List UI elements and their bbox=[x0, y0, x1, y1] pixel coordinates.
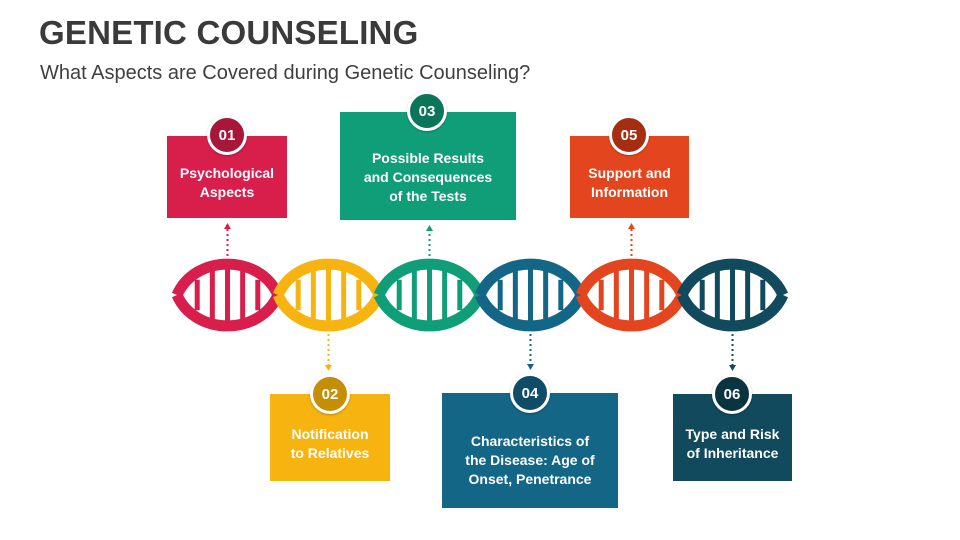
item-text-line: Aspects bbox=[199, 184, 255, 200]
item-number-badge: 01 bbox=[207, 115, 247, 155]
helix-strand-bottom bbox=[272, 292, 385, 332]
item-text-line: Psychological bbox=[179, 165, 275, 181]
item-text-line: Possible Results bbox=[371, 149, 485, 166]
item-number-badge: 06 bbox=[712, 374, 752, 414]
item-text-line: Type and Risk bbox=[685, 425, 780, 442]
item-number-badge: 05 bbox=[609, 115, 649, 155]
item-number-badge: 02 bbox=[310, 374, 350, 414]
item-text-line: Information bbox=[591, 184, 668, 200]
connector-arrow-icon bbox=[729, 365, 736, 371]
item-number-badge: 03 bbox=[407, 91, 447, 131]
page-subtitle: What Aspects are Covered during Genetic … bbox=[40, 62, 531, 84]
helix-strand-bottom bbox=[171, 292, 284, 332]
helix-strand-top bbox=[373, 258, 486, 298]
item-text-line: Support and bbox=[588, 165, 671, 181]
item-text-line: to Relatives bbox=[290, 444, 370, 461]
helix-strand-top bbox=[171, 258, 284, 298]
connector-arrow-icon bbox=[628, 223, 635, 229]
item-number-badge: 04 bbox=[510, 373, 550, 413]
item-text-line: of the Tests bbox=[389, 187, 467, 204]
item-text-line: Characteristics of bbox=[470, 433, 590, 449]
connector-arrow-icon bbox=[527, 364, 534, 370]
page-title: GENETIC COUNSELING bbox=[39, 14, 419, 51]
helix-strand-top bbox=[676, 258, 789, 298]
item-text-line: the Disease: Age of bbox=[465, 452, 595, 468]
helix-strand-top bbox=[272, 258, 385, 298]
helix-strand-bottom bbox=[373, 292, 486, 332]
connector-arrow-icon bbox=[224, 223, 231, 229]
helix-strand-top bbox=[474, 258, 587, 298]
item-text-line: Notification bbox=[291, 425, 369, 442]
connector-arrow-icon bbox=[325, 365, 332, 371]
connector-arrow-icon bbox=[426, 225, 433, 231]
helix-strand-bottom bbox=[575, 292, 688, 332]
item-text-line: of Inheritance bbox=[686, 444, 779, 461]
helix-strand-bottom bbox=[676, 292, 789, 332]
helix-strand-bottom bbox=[474, 292, 587, 332]
helix-strand-top bbox=[575, 258, 688, 298]
item-text-line: and Consequences bbox=[363, 168, 493, 185]
item-text-line: Onset, Penetrance bbox=[468, 471, 592, 487]
